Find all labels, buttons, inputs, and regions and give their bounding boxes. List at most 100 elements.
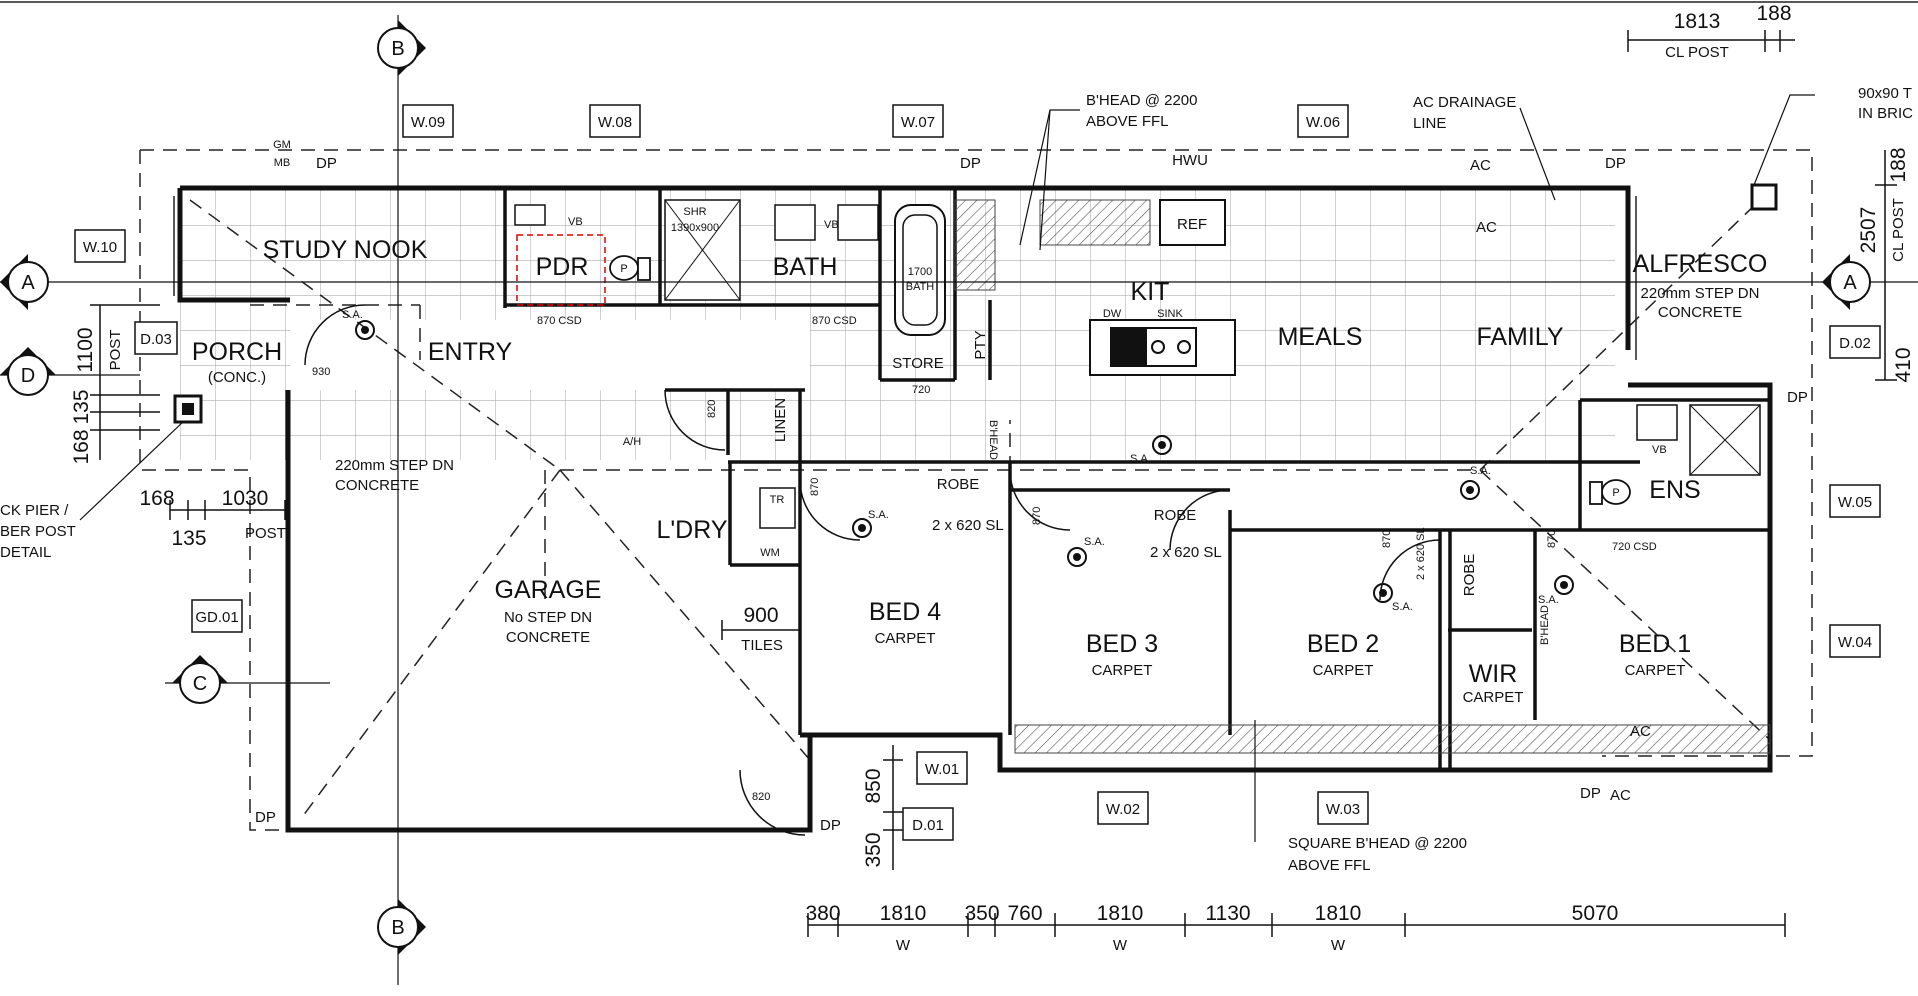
toilets [609, 255, 1631, 505]
csd-label-pdr: 870 CSD [537, 315, 582, 327]
dim-tiles [721, 620, 801, 640]
tag-d03: D.03 [134, 321, 178, 355]
note-pier-2: BER POST [0, 523, 76, 540]
porch-step-note-2: CONCRETE [335, 477, 419, 494]
note-pier-1: CK PIER / [0, 502, 69, 519]
wir-floor: CARPET [1463, 689, 1524, 706]
sa-label-1: S.A. [342, 309, 363, 321]
ac-label-top-1: AC [1470, 157, 1491, 174]
sa-label-6: S.A. [1470, 465, 1491, 477]
vanities [514, 204, 1678, 529]
hatched-strips [954, 199, 1771, 754]
room-bath: BATH [773, 253, 838, 281]
garage-note-1: No STEP DN [504, 609, 592, 626]
alfresco-note-2: CONCRETE [1658, 304, 1742, 321]
dim-bottom-4: 1810 [1097, 902, 1144, 925]
room-bed1: BED 1 [1619, 630, 1691, 658]
room-alfresco: ALFRESCO [1633, 250, 1768, 278]
tag-gd01-label: GD.01 [195, 609, 238, 626]
door-820-garage: 820 [752, 791, 770, 803]
dim-410: 410 [1892, 347, 1915, 382]
room-porch: PORCH [192, 338, 282, 366]
room-bed2: BED 2 [1307, 630, 1379, 658]
dim-bottom-w-2: W [1331, 937, 1346, 954]
dim-1100: 1100 [74, 327, 97, 372]
sa-label-4: S.A. [1130, 453, 1151, 465]
sa-label-7: S.A. [1538, 594, 1559, 606]
dim-left [90, 304, 290, 520]
tag-w03: W.03 [1317, 791, 1369, 825]
dp-label-2: DP [960, 155, 981, 172]
room-kit: KIT [1131, 278, 1170, 306]
note-post-90-1: 90x90 T [1858, 85, 1912, 102]
note-pier-3: DETAIL [0, 544, 51, 561]
room-wir: WIR [1469, 660, 1518, 688]
air-handler-label: A/H [623, 436, 641, 448]
tag-w05-label: W.05 [1838, 494, 1872, 511]
section-label-a-left: A [21, 272, 35, 294]
door-870-bed3: 870 [1031, 507, 1043, 525]
tag-d01-label: D.01 [912, 817, 944, 834]
dim-bottom-w-1: W [1113, 937, 1128, 954]
tr-label: TR [770, 494, 785, 506]
pdr-clearance-box [516, 234, 606, 306]
note-sq-bhead-1: SQUARE B'HEAD @ 2200 [1288, 835, 1467, 852]
tag-w09: W.09 [402, 104, 454, 138]
internal-walls [503, 190, 1770, 770]
note-ac-drain-1: AC DRAINAGE [1413, 94, 1516, 111]
dim-850: 850 [862, 768, 885, 803]
dim-bottom-3: 760 [1007, 902, 1042, 925]
section-marker-b-bottom: B [377, 899, 426, 955]
ac-label-top-2: AC [1476, 219, 1497, 236]
section-label-d: D [21, 365, 35, 387]
sa-label-5: S.A. [1392, 601, 1413, 613]
tag-w08-label: W.08 [598, 114, 632, 131]
dim-bottom-1: 1810 [880, 902, 927, 925]
tag-w04-label: W.04 [1838, 634, 1872, 651]
gm-label: GM [273, 139, 291, 151]
tag-w09-label: W.09 [411, 114, 445, 131]
dim-bottom-0: 380 [805, 902, 840, 925]
tag-w03-label: W.03 [1326, 801, 1360, 818]
dp-label-4: DP [1787, 389, 1808, 406]
dim-188-top: 188 [1756, 2, 1791, 25]
sl-label-bed3: 2 x 620 SL [1150, 544, 1222, 561]
bed2-floor: CARPET [1313, 662, 1374, 679]
note-bhead-1: B'HEAD @ 2200 [1086, 92, 1197, 109]
room-ldry: L'DRY [656, 516, 727, 544]
door-870-bed2: 870 [1381, 530, 1393, 548]
tag-d02: D.02 [1829, 325, 1881, 359]
sl-label-bed4: 2 x 620 SL [932, 517, 1004, 534]
room-family: FAMILY [1476, 323, 1563, 351]
dim-135-porch: 135 [171, 527, 206, 550]
door-870-bed1: 870 [1546, 530, 1558, 548]
hwu-label: HWU [1172, 152, 1208, 169]
dim-1813: 1813 [1674, 10, 1721, 33]
ac-label-bottom-1: AC [1630, 723, 1651, 740]
vb-label-bath: VB [824, 219, 839, 231]
dim-right [1875, 150, 1897, 381]
tiles-label: TILES [741, 637, 783, 654]
dim-2507: 2507 [1857, 207, 1880, 254]
door-swings [304, 304, 1441, 836]
note-sq-bhead-2: ABOVE FFL [1288, 857, 1371, 874]
section-marker-d: D [0, 347, 56, 396]
dim-350-d01: 350 [862, 832, 885, 867]
door-720-store: 720 [912, 384, 930, 396]
section-marker-a-left: A [0, 254, 49, 310]
dp-label-6: DP [820, 817, 841, 834]
dw-label: DW [1103, 308, 1122, 320]
csd-label-ens: 720 CSD [1612, 541, 1657, 553]
room-entry: ENTRY [428, 338, 513, 366]
room-linen: LINEN [772, 398, 789, 442]
dp-label-7: DP [1580, 785, 1601, 802]
kitchen-island [1089, 319, 1236, 376]
dim-bottom-2: 350 [964, 902, 999, 925]
section-label-a-right: A [1843, 272, 1857, 294]
wm-label: WM [760, 547, 780, 559]
door-820-ldry: 820 [706, 400, 718, 418]
dim-bottom-w-0: W [896, 937, 911, 954]
dim-bottom-5: 1130 [1205, 902, 1250, 925]
